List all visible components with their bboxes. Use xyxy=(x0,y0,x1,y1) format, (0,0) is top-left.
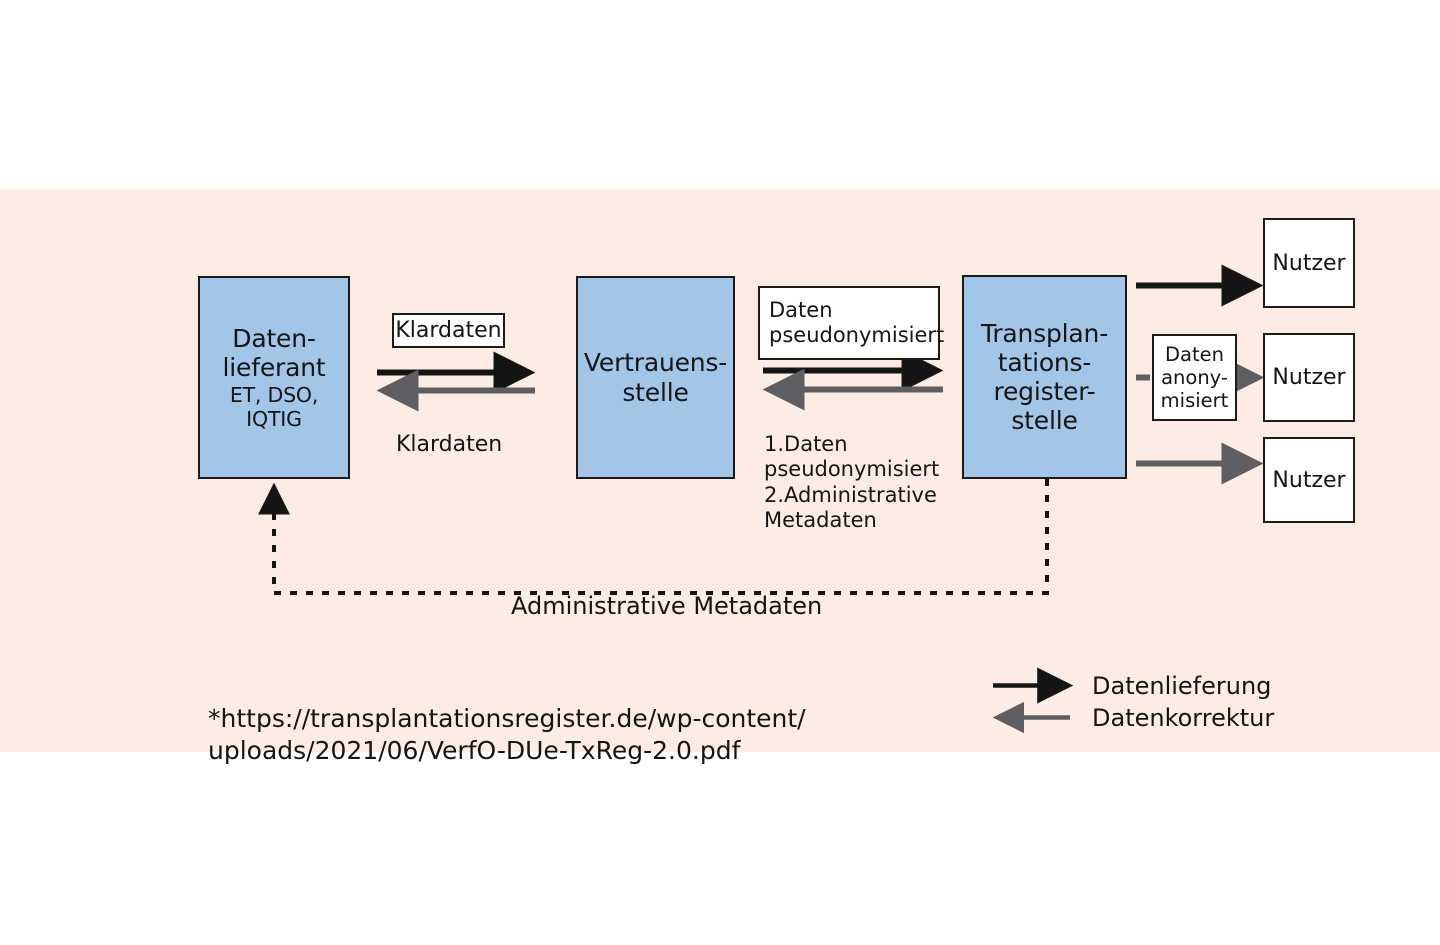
footer-source-note: *https://transplantationsregister.de/wp-… xyxy=(208,670,868,768)
node-data-supplier[interactable]: Daten- lieferant ET, DSO, IQTIG xyxy=(198,276,350,479)
label-klardaten-plain-text: Klardaten xyxy=(396,432,503,458)
footer-source-note-text: *https://transplantationsregister.de/wp-… xyxy=(208,703,806,766)
label-return-list: 1.Daten pseudonymisiert 2.Administrative… xyxy=(764,407,964,533)
node-data-supplier-subtitle: ET, DSO, IQTIG xyxy=(229,383,319,432)
label-daten-pseudonymisiert-boxed-text: Daten pseudonymisiert xyxy=(769,298,945,347)
node-user-1-label: Nutzer xyxy=(1272,250,1346,276)
node-trust-office[interactable]: Vertrauens- stelle xyxy=(576,276,735,479)
label-daten-pseudonymisiert-boxed: Daten pseudonymisiert xyxy=(758,286,944,360)
legend: Datenlieferung Datenkorrektur xyxy=(1092,671,1274,734)
label-klardaten-boxed: Klardaten xyxy=(392,313,505,348)
label-klardaten-plain: Klardaten xyxy=(396,406,556,459)
label-return-list-text: 1.Daten pseudonymisiert 2.Administrative… xyxy=(764,432,940,532)
legend-item-delivery-label: Datenlieferung xyxy=(1092,672,1272,700)
legend-item-correction-label: Datenkorrektur xyxy=(1092,703,1275,732)
node-user-1[interactable]: Nutzer xyxy=(1263,218,1355,308)
node-registry-office-title: Transplan- tations- register- stelle xyxy=(980,318,1109,436)
label-daten-anonymisiert-boxed-text: Daten anony- misiert xyxy=(1160,343,1229,412)
node-data-supplier-title: Daten- lieferant xyxy=(222,323,326,383)
node-registry-office[interactable]: Transplan- tations- register- stelle xyxy=(962,275,1127,479)
label-klardaten-boxed-text: Klardaten xyxy=(395,317,502,343)
node-user-3[interactable]: Nutzer xyxy=(1263,437,1355,523)
label-administrative-metadaten: Administrative Metadaten xyxy=(511,563,931,621)
label-daten-anonymisiert-boxed: Daten anony- misiert xyxy=(1152,334,1237,421)
node-user-2[interactable]: Nutzer xyxy=(1263,333,1355,422)
node-user-2-label: Nutzer xyxy=(1272,365,1346,390)
node-trust-office-title: Vertrauens- stelle xyxy=(583,348,728,407)
node-user-3-label: Nutzer xyxy=(1272,467,1346,493)
label-administrative-metadaten-text: Administrative Metadaten xyxy=(511,591,823,620)
